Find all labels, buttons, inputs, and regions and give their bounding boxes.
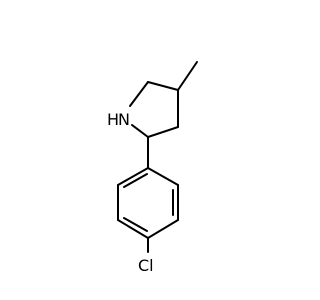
- bond-methyl: [177, 61, 198, 91]
- bond-ch2-ch: [147, 81, 179, 91]
- benzene-bond-1: [147, 167, 179, 186]
- benzene-double-bond-3: [123, 173, 148, 188]
- benzene-bond-3: [147, 219, 179, 239]
- atom-label-cl: Cl: [138, 256, 154, 275]
- benzene-bond-6: [117, 167, 149, 186]
- bond-c2-n: [131, 124, 149, 138]
- benzene-bond-4: [117, 219, 149, 239]
- atom-label-h: H: [107, 110, 119, 129]
- structure-canvas: H N Cl: [107, 61, 198, 275]
- atom-label-n: N: [118, 110, 130, 129]
- bond-ch2-c2: [147, 126, 179, 138]
- molecule-diagram: H N Cl: [107, 61, 198, 275]
- benzene-double-bond-2: [123, 217, 148, 232]
- bond-n-ch2: [129, 81, 149, 107]
